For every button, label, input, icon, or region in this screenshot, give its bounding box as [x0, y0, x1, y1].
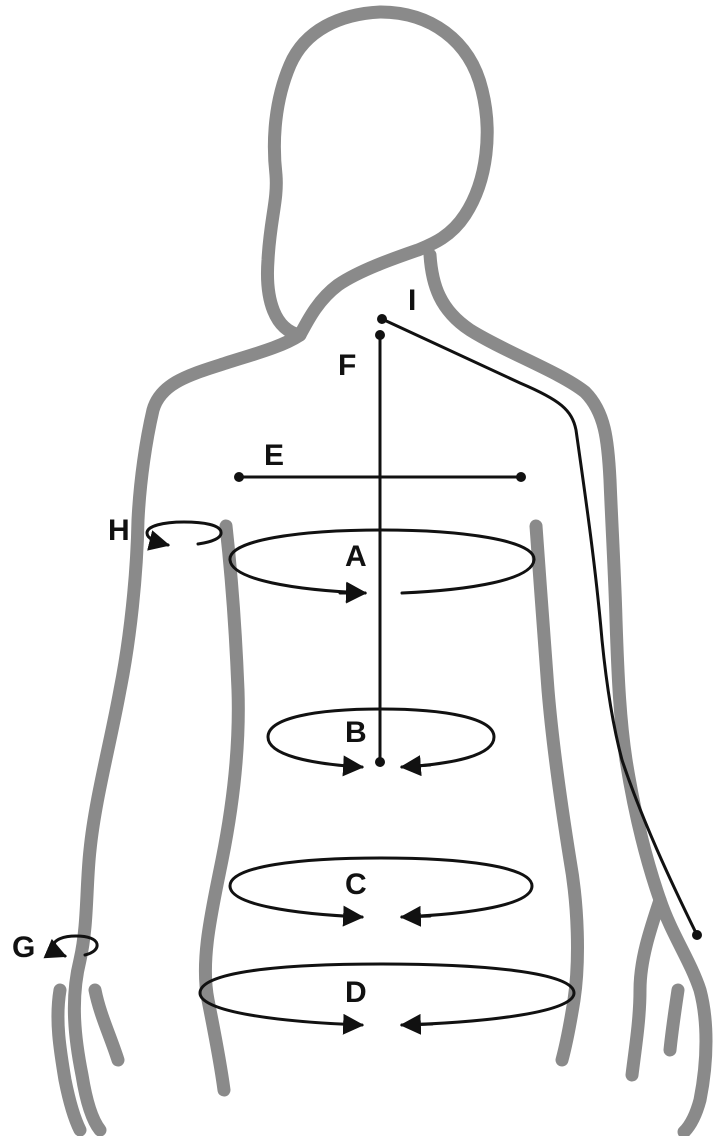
label-a: A	[345, 540, 367, 573]
measurement-line-f-bottom-dot	[375, 757, 385, 767]
measurement-line-e-left-dot	[234, 472, 244, 482]
label-d: D	[345, 976, 367, 1009]
measurement-line-e-right-dot	[516, 472, 526, 482]
measurement-loop-d	[200, 964, 574, 1025]
measurement-line-i-start-dot	[377, 314, 387, 324]
measurement-loop-c-right-arrow	[402, 916, 430, 917]
label-f: F	[338, 349, 356, 382]
label-i: I	[408, 284, 416, 317]
measurement-loop-d-right-arrow	[402, 1024, 432, 1025]
label-c: C	[345, 868, 367, 901]
measurement-line-i-end-dot	[692, 930, 702, 940]
label-h: H	[108, 514, 130, 547]
measurement-line-f-top-dot	[375, 330, 385, 340]
measurement-loop-h	[147, 522, 221, 545]
label-g: G	[12, 931, 35, 964]
label-b: B	[345, 716, 367, 749]
measurement-loop-a	[230, 530, 534, 593]
measurement-loop-c	[230, 858, 532, 917]
measurement-loop-b-right-arrow	[402, 765, 430, 767]
label-e: E	[264, 439, 284, 472]
head-outline	[267, 12, 487, 335]
